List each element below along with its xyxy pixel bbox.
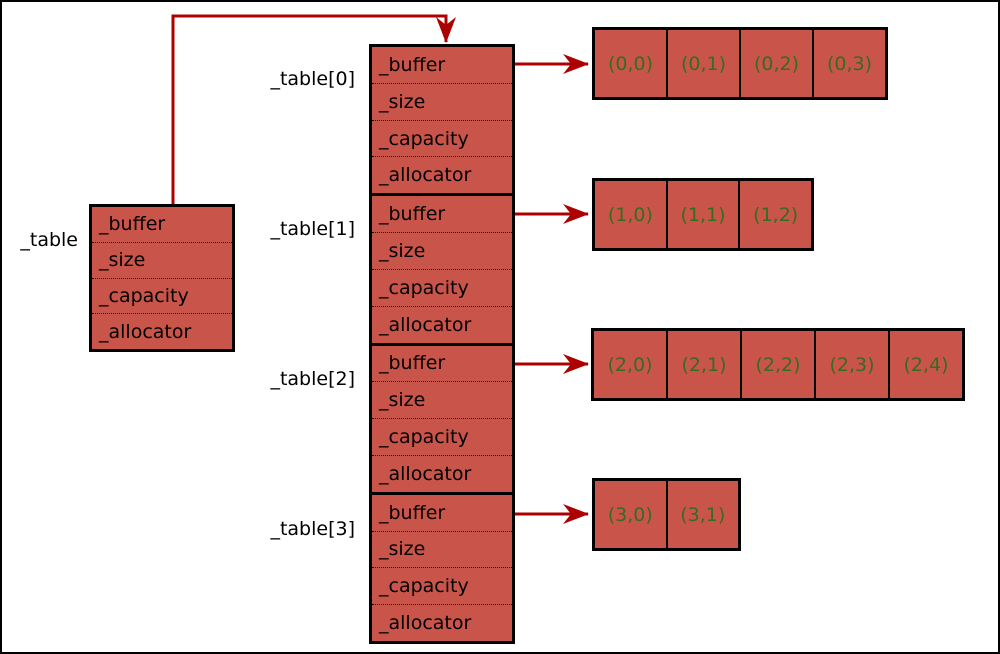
vector-struct-1: _buffer _size _capacity _allocator [372, 193, 512, 342]
array-cell: (2,0) [607, 353, 653, 376]
array-cell: (3,1) [665, 481, 739, 548]
field-allocator: _allocator [379, 164, 472, 187]
array-cell: (1,1) [665, 181, 739, 248]
field-buffer: _buffer [372, 495, 512, 532]
field-capacity: _capacity [372, 121, 512, 158]
field-allocator: _allocator [379, 462, 472, 485]
field-buffer: _buffer [372, 47, 512, 84]
pointer-table-struct: _buffer _size _capacity _allocator _buff… [369, 44, 515, 644]
array-cell: (2,3) [814, 331, 888, 398]
table0-label: _table[0] [270, 68, 355, 90]
field-buffer: _buffer [372, 346, 512, 383]
table2-label: _table[2] [270, 368, 355, 390]
array-cell: (2,2) [740, 331, 814, 398]
buffer-array-3: (3,0) (3,1) [592, 478, 741, 551]
field-capacity: _capacity [372, 419, 512, 456]
field-size: _size [372, 382, 512, 420]
buffer-array-2: (2,0) (2,1) (2,2) (2,3) (2,4) [591, 328, 965, 401]
array-cell: (1,2) [738, 181, 811, 248]
field-allocator: _allocator [379, 612, 472, 635]
table-label: _table [20, 229, 78, 251]
array-cell: (0,1) [666, 30, 739, 97]
array-cell: (0,3) [812, 30, 885, 97]
array-cell: (3,0) [607, 503, 653, 526]
array-cell: (2,4) [888, 331, 962, 398]
array-cell: (1,0) [607, 203, 653, 226]
table-struct: _buffer _size _capacity _allocator [89, 204, 235, 352]
vector-struct-3: _buffer _size _capacity _allocator [372, 491, 512, 641]
field-capacity: _capacity [372, 270, 512, 307]
field-size: _size [92, 243, 232, 279]
field-allocator: _allocator [99, 320, 192, 343]
table3-label: _table[3] [270, 518, 355, 540]
array-cell: (0,0) [607, 52, 654, 75]
field-size: _size [372, 532, 512, 569]
field-buffer: _buffer [92, 207, 232, 243]
field-capacity: _capacity [372, 568, 512, 606]
field-size: _size [372, 233, 512, 270]
buffer-array-1: (1,0) (1,1) (1,2) [592, 178, 814, 251]
field-buffer: _buffer [372, 196, 512, 234]
field-size: _size [372, 84, 512, 121]
array-cell: (0,2) [739, 30, 812, 97]
field-capacity: _capacity [92, 279, 232, 315]
vector-struct-2: _buffer _size _capacity _allocator [372, 342, 512, 492]
buffer-array-0: (0,0) (0,1) (0,2) (0,3) [592, 27, 888, 100]
field-allocator: _allocator [379, 313, 472, 336]
array-cell: (2,1) [666, 331, 740, 398]
table1-label: _table[1] [270, 218, 355, 240]
vector-struct-0: _buffer _size _capacity _allocator [372, 47, 512, 193]
